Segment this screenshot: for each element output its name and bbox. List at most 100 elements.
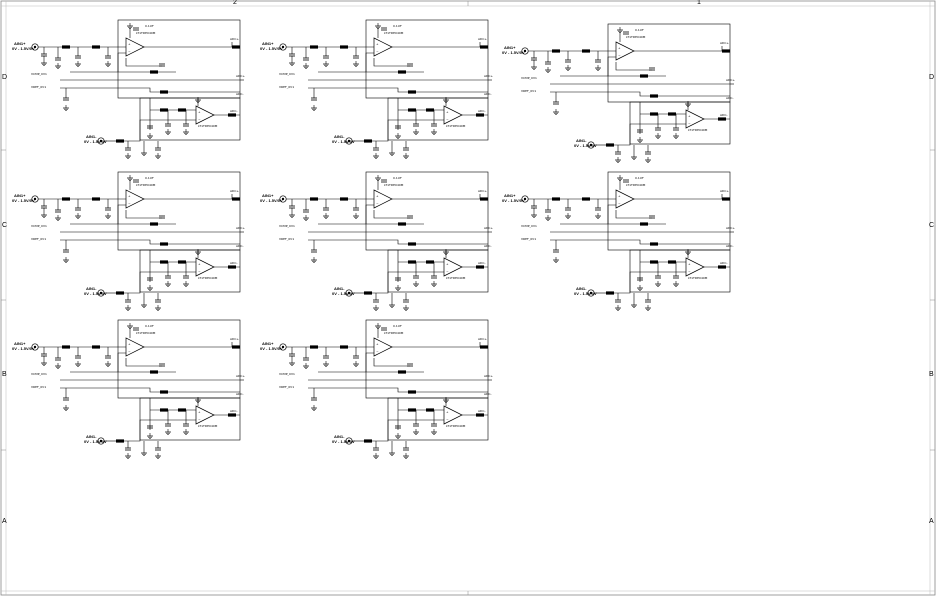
capacitor bbox=[645, 299, 651, 303]
capacitor bbox=[615, 299, 621, 303]
ground-symbol bbox=[615, 305, 621, 311]
capacitor bbox=[303, 209, 309, 213]
ground-symbol bbox=[631, 302, 637, 308]
resistor bbox=[150, 370, 158, 374]
input-minus-label: AIN1- bbox=[86, 434, 97, 439]
opamp-part-label-2: LT1TDE040M bbox=[198, 124, 218, 128]
net-tag-adc-minus: ADC- bbox=[236, 244, 244, 248]
ground-symbol bbox=[127, 175, 133, 181]
resistor bbox=[116, 291, 124, 295]
resistor bbox=[310, 197, 318, 201]
capacitor bbox=[431, 123, 437, 127]
ground-symbol bbox=[595, 213, 601, 219]
net-tag-adc-plus: ADC+ bbox=[484, 74, 493, 78]
ground-symbol bbox=[617, 175, 623, 181]
capacitor bbox=[289, 353, 295, 357]
opamp bbox=[195, 105, 215, 125]
input-minus-label: AIN1- bbox=[86, 134, 97, 139]
ground-symbol bbox=[289, 212, 295, 218]
bnc-connector bbox=[279, 343, 287, 351]
ground-symbol bbox=[195, 249, 201, 255]
input-minus-ref-label: 0V - 1.5V/0V bbox=[332, 439, 355, 444]
capacitor bbox=[373, 299, 379, 303]
ground-symbol bbox=[323, 213, 329, 219]
resistor bbox=[116, 439, 124, 443]
ground-symbol bbox=[41, 212, 47, 218]
capacitor bbox=[637, 129, 643, 133]
capacitor bbox=[125, 147, 131, 151]
ground-symbol bbox=[165, 429, 171, 435]
input-plus-label: AIN1+ bbox=[504, 45, 516, 50]
opamp-plus: + bbox=[128, 42, 131, 46]
ground-symbol bbox=[565, 65, 571, 71]
ground-symbol bbox=[183, 281, 189, 287]
opamp-part-label: LT1TDE040M bbox=[136, 331, 156, 335]
net-tag-adc-minus: ADC- bbox=[726, 96, 734, 100]
resistor bbox=[340, 45, 348, 49]
resistor bbox=[364, 439, 372, 443]
ground-symbol bbox=[395, 285, 401, 291]
ground-symbol bbox=[645, 157, 651, 163]
resistor bbox=[178, 260, 186, 264]
feedback-frame-lower bbox=[387, 397, 489, 441]
capacitor bbox=[289, 205, 295, 209]
resistor bbox=[160, 390, 168, 394]
input-ref-label: 0V - 1.5V/0V bbox=[12, 198, 35, 203]
opamp-minus: − bbox=[618, 53, 621, 57]
capacitor bbox=[165, 275, 171, 279]
vref-net-label: VREF_0V1 bbox=[521, 89, 536, 93]
resistor bbox=[408, 242, 416, 246]
ground-symbol bbox=[645, 305, 651, 311]
ground-symbol bbox=[75, 61, 81, 67]
capacitor bbox=[133, 327, 139, 331]
opamp-plus: + bbox=[618, 194, 621, 198]
capacitor bbox=[159, 215, 165, 219]
resistor bbox=[640, 74, 648, 78]
opamp-minus: − bbox=[618, 201, 621, 205]
resistor bbox=[426, 408, 434, 412]
ground-symbol bbox=[147, 285, 153, 291]
capacitor bbox=[403, 299, 409, 303]
ground-symbol bbox=[127, 23, 133, 29]
ground-symbol bbox=[323, 61, 329, 67]
opamp-minus: − bbox=[198, 417, 201, 421]
ground-symbol bbox=[55, 63, 61, 69]
input-minus-ref-label: 0V - 1.5V/0V bbox=[574, 143, 597, 148]
capacitor bbox=[373, 147, 379, 151]
resistor bbox=[408, 108, 416, 112]
output-plus-label: ADC+ bbox=[478, 337, 487, 341]
resistor bbox=[480, 45, 488, 49]
capacitor bbox=[159, 363, 165, 367]
ground-symbol bbox=[105, 361, 111, 367]
input-minus-ref-label: 0V - 1.5V/0V bbox=[84, 291, 107, 296]
capacitor bbox=[133, 179, 139, 183]
capacitor bbox=[649, 215, 655, 219]
opamp-part-label-2: LT1TDE040M bbox=[446, 124, 466, 128]
capacitor bbox=[413, 275, 419, 279]
net-tag-adc-minus: ADC- bbox=[236, 92, 244, 96]
resistor bbox=[232, 345, 240, 349]
ground-symbol bbox=[141, 150, 147, 156]
capacitor bbox=[55, 357, 61, 361]
resistor bbox=[232, 45, 240, 49]
resistor bbox=[480, 345, 488, 349]
opamp bbox=[125, 337, 145, 357]
resistor bbox=[408, 390, 416, 394]
ground-symbol bbox=[303, 215, 309, 221]
ground-symbol bbox=[431, 281, 437, 287]
ground-symbol bbox=[155, 153, 161, 159]
zone-right-d: D bbox=[929, 74, 935, 81]
capacitor bbox=[353, 207, 359, 211]
ground-symbol bbox=[565, 213, 571, 219]
vcm-net-label: VCMP_0V1 bbox=[521, 224, 537, 228]
adc-driver-channel: AIN1+0V - 1.5V/0V+−LT1TDE040M0.1UFADC+VC… bbox=[502, 23, 735, 163]
resistor bbox=[340, 197, 348, 201]
opamp-plus: + bbox=[376, 194, 379, 198]
opamp-part-label: LT1TDE040M bbox=[384, 331, 404, 335]
opamp bbox=[373, 37, 393, 57]
input-minus-label: AIN1- bbox=[576, 286, 587, 291]
output-plus-label: ADC+ bbox=[230, 337, 239, 341]
zone-right-a: A bbox=[929, 518, 934, 525]
zone-left-d: D bbox=[2, 74, 8, 81]
ground-symbol bbox=[553, 257, 559, 263]
